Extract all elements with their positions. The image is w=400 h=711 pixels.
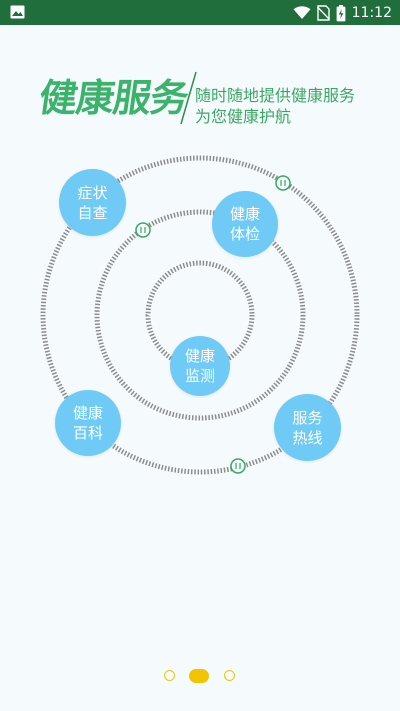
node-health-checkup[interactable]: 健康 体检 [212, 191, 278, 257]
page-dot-active[interactable] [189, 669, 209, 683]
status-time: 11:12 [351, 5, 392, 21]
inner-ring [145, 260, 255, 370]
image-notification-icon [10, 5, 25, 19]
no-sim-icon [316, 5, 330, 21]
service-diagram: 症状 自查 健康 体检 健康 监测 健康 百科 服务 热线 [0, 130, 400, 510]
subtitle-line-1: 随时随地提供健康服务 [195, 86, 356, 105]
page-indicator [0, 668, 400, 684]
page-title: 健康服务 [36, 76, 191, 120]
node-symptom-check[interactable]: 症状 自查 [59, 169, 126, 236]
orbit-marker [275, 175, 291, 191]
orbit-rings [40, 155, 360, 475]
header: 健康服务 随时随地提供健康服务 为您健康护航 [0, 60, 400, 130]
node-health-monitor[interactable]: 健康 监测 [170, 336, 230, 396]
orbit-marker [230, 458, 246, 474]
middle-ring [94, 209, 306, 421]
wifi-icon [293, 6, 311, 19]
battery-charging-icon [336, 4, 346, 21]
status-bar: 11:12 [0, 0, 400, 25]
page-dot[interactable] [224, 670, 235, 681]
outer-ring [40, 155, 360, 475]
node-service-hotline[interactable]: 服务 热线 [274, 394, 341, 461]
orbit-marker [135, 222, 151, 238]
node-health-encyclopedia[interactable]: 健康 百科 [55, 390, 121, 456]
page-dot[interactable] [164, 670, 175, 681]
divider-slash [180, 71, 197, 125]
subtitle-line-2: 为您健康护航 [195, 107, 292, 126]
